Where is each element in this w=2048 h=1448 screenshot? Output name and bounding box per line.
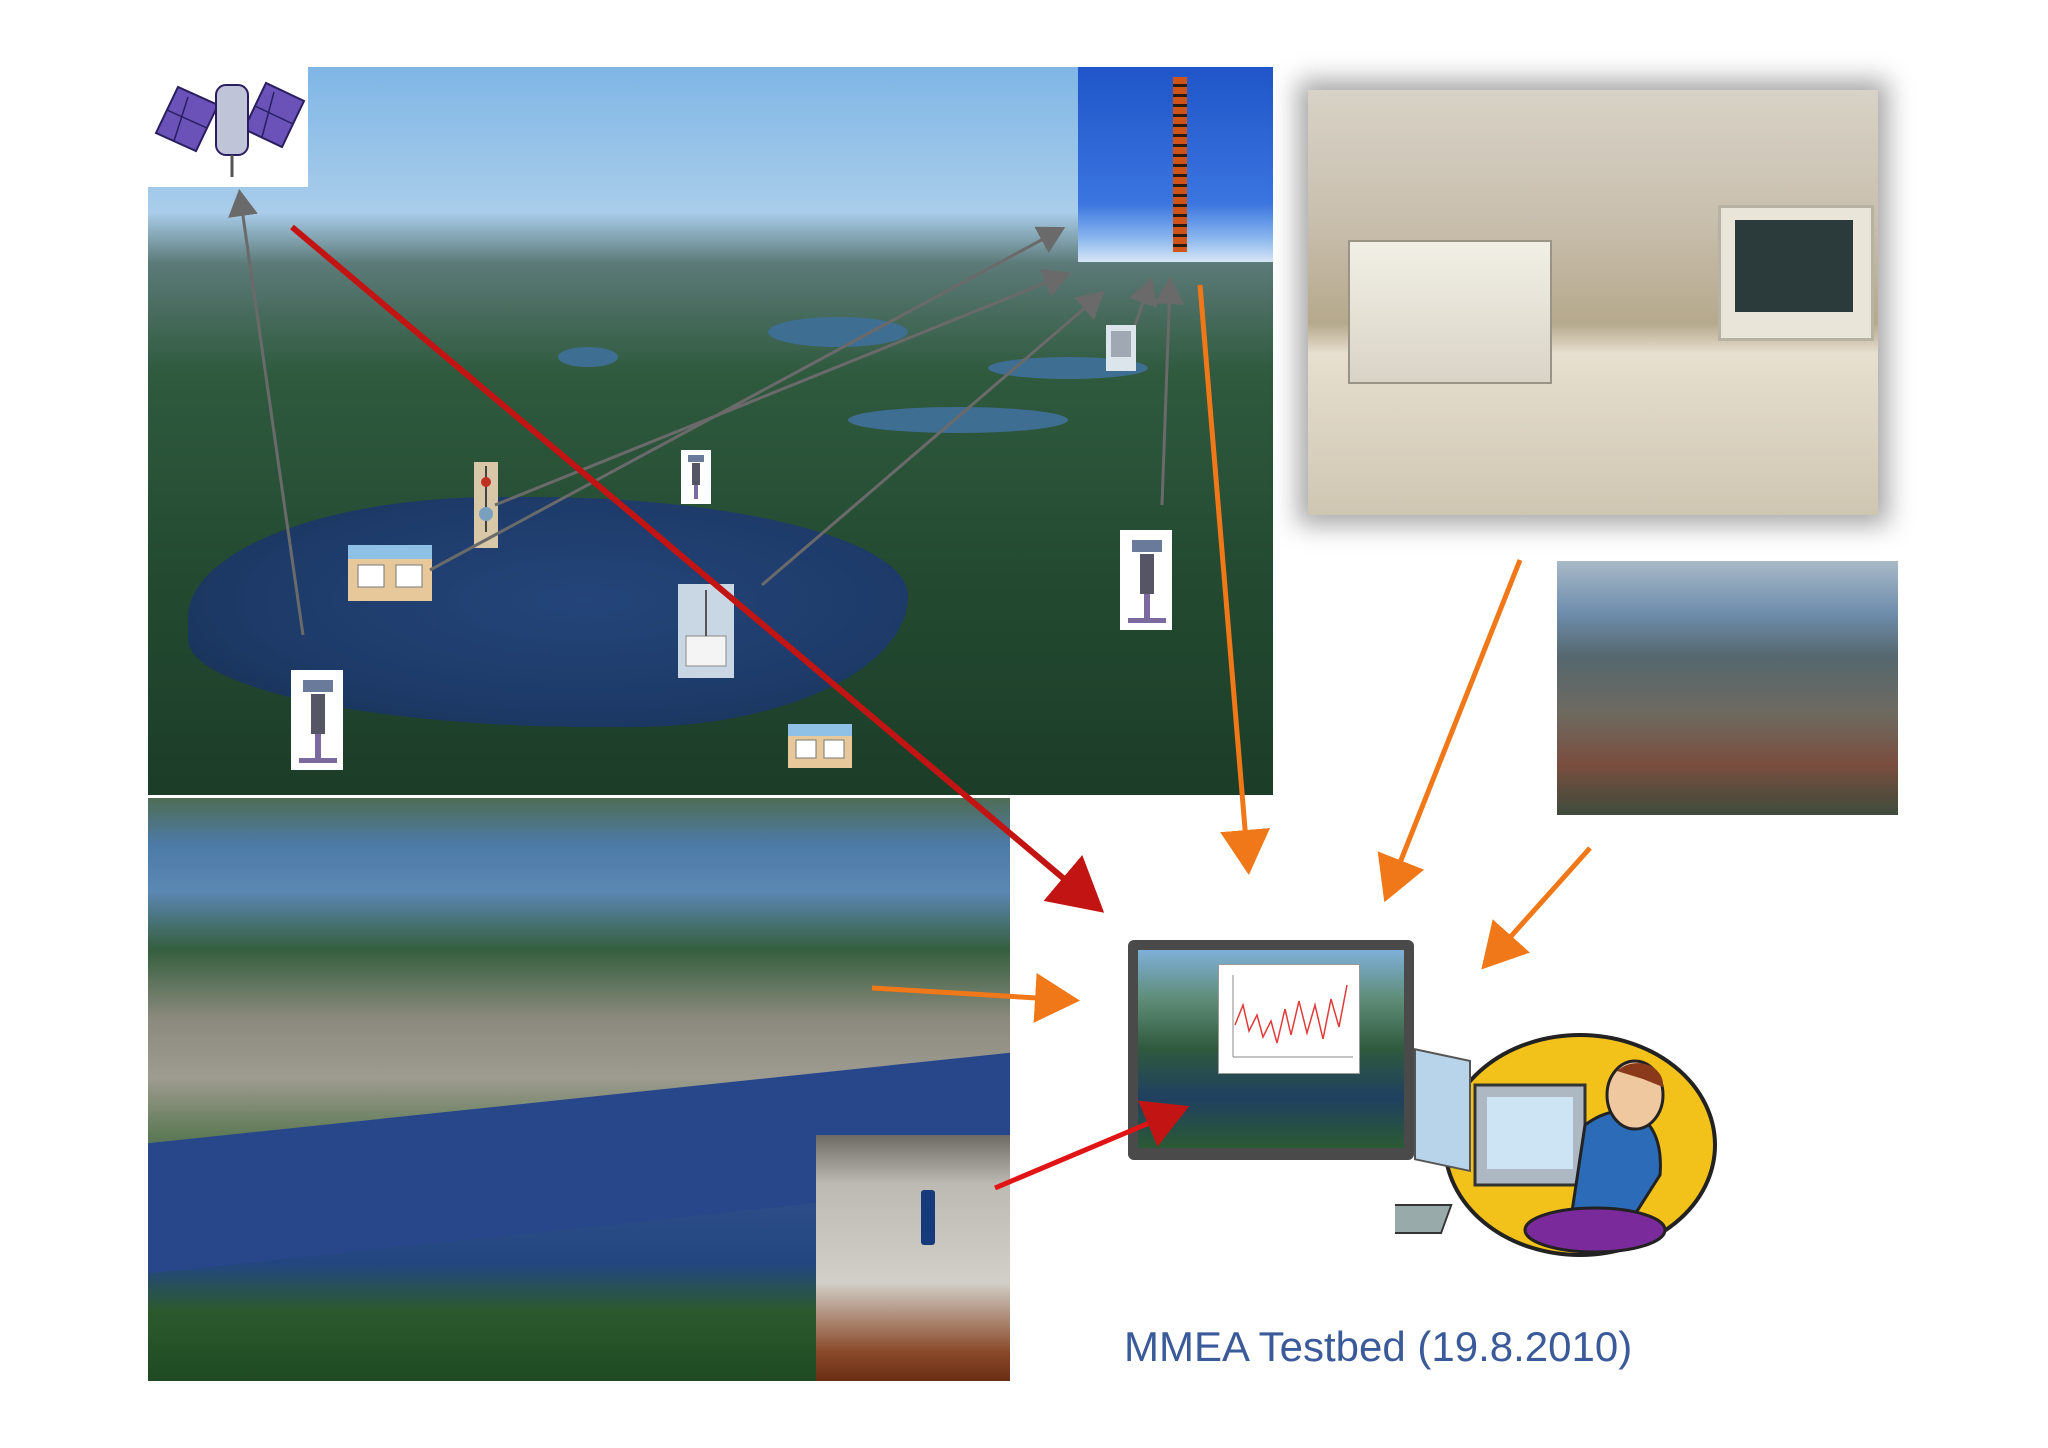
mast-to-laptop-arrow [1197, 284, 1271, 875]
slide-caption: MMEA Testbed (19.8.2010) [1124, 1323, 1633, 1370]
satellite-to-laptop-arrow [290, 224, 1105, 913]
small-lake [768, 317, 908, 347]
laptop-screen [1138, 950, 1404, 1148]
sensor-panel-icon [1106, 325, 1136, 371]
laboratory-photo [1308, 90, 1878, 515]
sensor-panel-icon [348, 545, 432, 601]
small-lake [848, 407, 1068, 433]
measurement-mast-photo [1078, 67, 1273, 262]
buoy-icon [678, 584, 734, 678]
lab-monitor [1718, 205, 1874, 341]
uplink-arrow [228, 189, 305, 636]
sensor-panel-icon [788, 724, 852, 768]
city-to-laptop-arrow [871, 972, 1080, 1023]
operator-icon [1395, 975, 1720, 1265]
lab-monitor-screen [1735, 220, 1853, 312]
mini-line-chart [1218, 964, 1360, 1074]
wall-sensor-photo [816, 1135, 1010, 1381]
industrial-plant-photo [1557, 561, 1898, 815]
uplink-arrow [494, 268, 1071, 507]
small-lake [558, 347, 618, 367]
laptop-icon [1128, 940, 1414, 1160]
satellite-icon [154, 81, 306, 177]
weather-station-icon [291, 670, 343, 770]
weather-station-icon [1120, 530, 1172, 630]
water-level-sensor-icon [921, 1190, 935, 1245]
mast-icon [1173, 77, 1187, 252]
uplink-arrow [429, 226, 1066, 572]
uplink-arrow [761, 291, 1105, 587]
lab-instrument [1348, 240, 1552, 384]
factory-to-operator-arrow [1481, 846, 1592, 970]
buoy-icon [474, 462, 498, 548]
uplink-arrow [1154, 277, 1185, 506]
uplink-arrow [1128, 277, 1158, 326]
lab-to-laptop-arrow [1377, 559, 1523, 903]
wall-sensor-to-laptop-arrow [994, 1100, 1190, 1191]
satellite-image [148, 67, 308, 187]
weather-station-icon [681, 450, 711, 504]
